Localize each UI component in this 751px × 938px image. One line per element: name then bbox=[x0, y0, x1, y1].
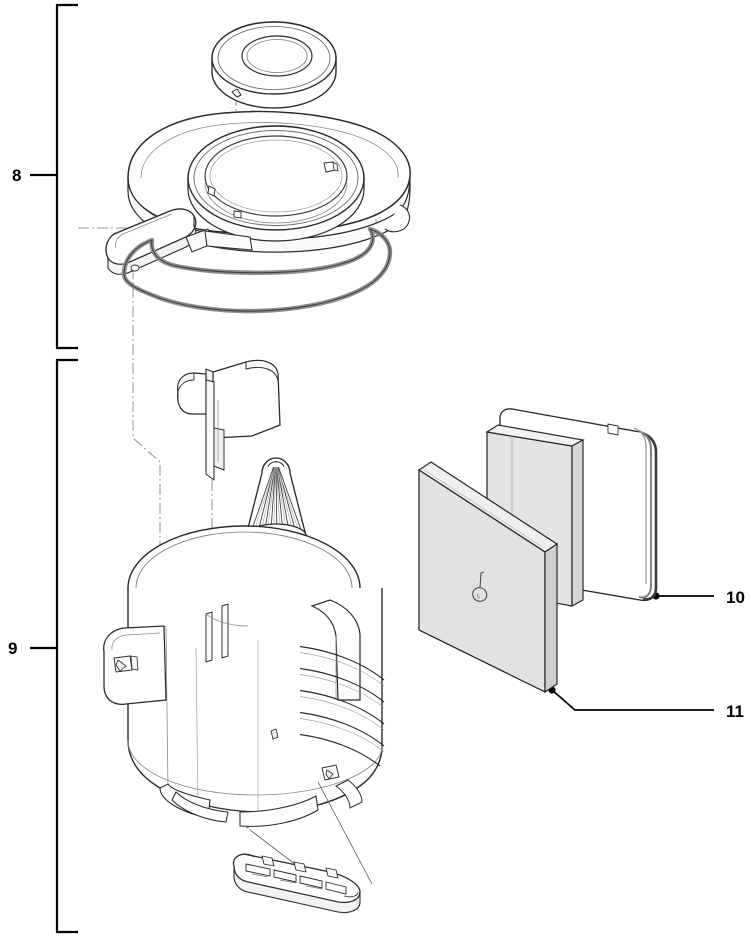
callout-label-9: 9 bbox=[8, 639, 17, 658]
callout-leader-10 bbox=[652, 592, 714, 600]
callout-group: 8 9 10 11 bbox=[8, 3, 745, 934]
callout-bracket-8 bbox=[30, 3, 78, 350]
bottom-latch-plate bbox=[232, 853, 361, 914]
filter-grab-tab-icon bbox=[472, 571, 488, 602]
lid-gasket-seal bbox=[121, 226, 393, 314]
filter-cap-disc bbox=[211, 21, 337, 109]
container-lid bbox=[105, 110, 411, 275]
callout-label-11: 11 bbox=[726, 702, 744, 721]
callout-bracket-9 bbox=[30, 358, 78, 934]
motor-protection-filter bbox=[417, 461, 559, 694]
dust-container-body bbox=[103, 525, 385, 827]
callout-label-10: 10 bbox=[726, 588, 745, 607]
callout-leader-11 bbox=[548, 686, 714, 711]
separator-vane bbox=[177, 359, 281, 481]
callout-label-8: 8 bbox=[12, 166, 21, 185]
